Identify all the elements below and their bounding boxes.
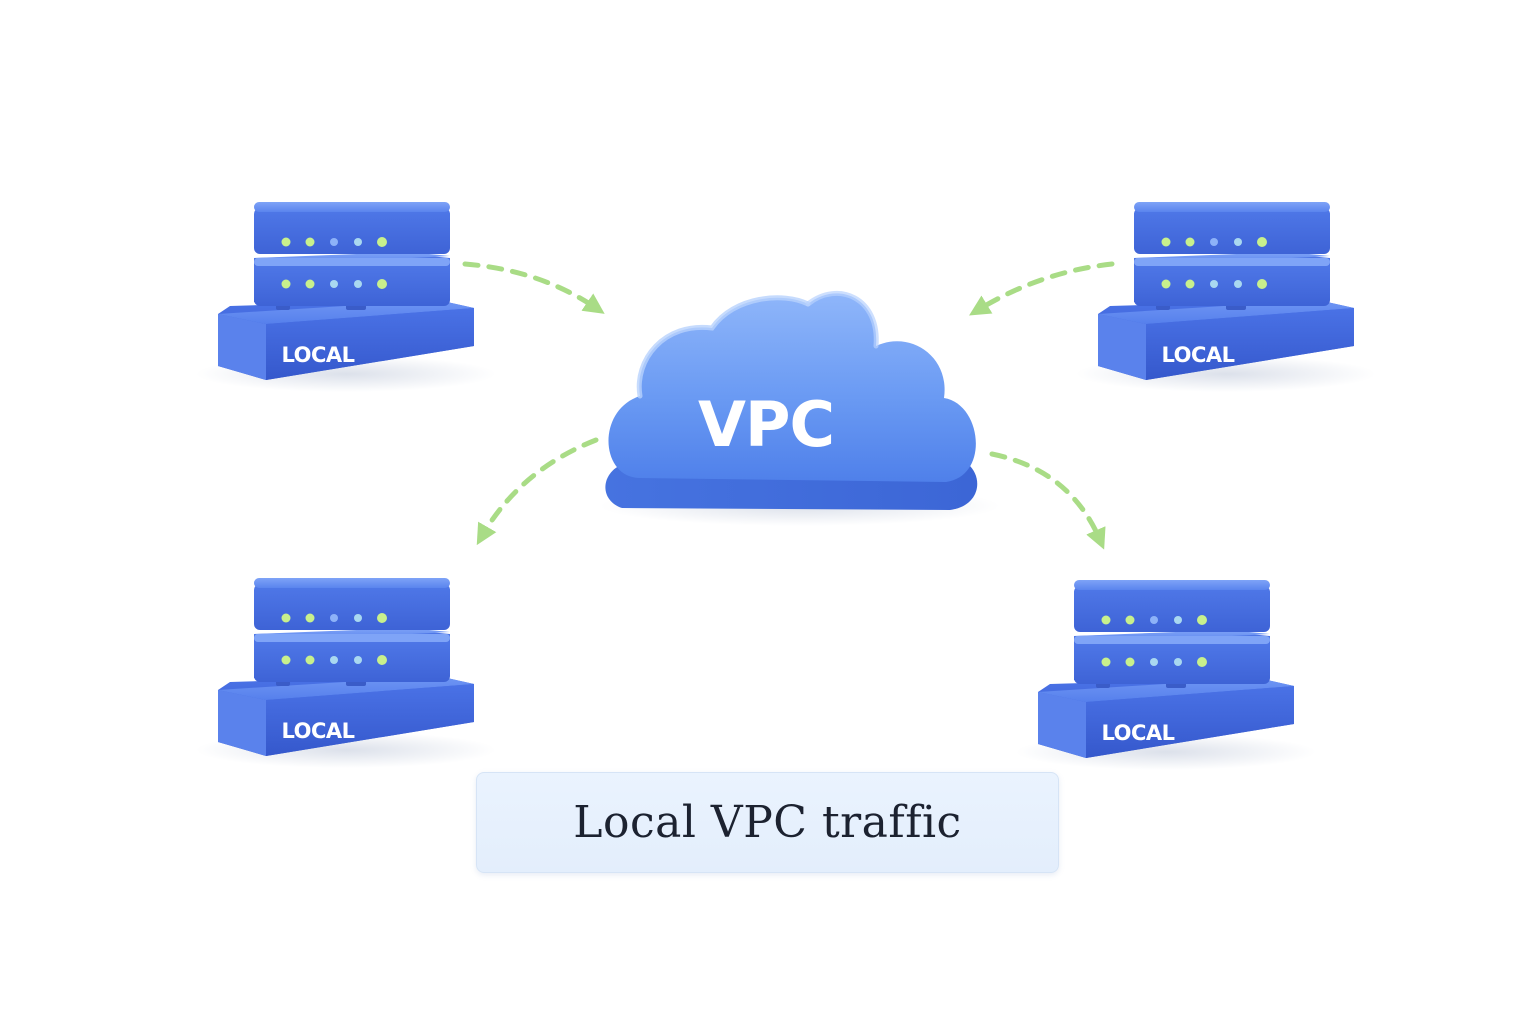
status-leds: [281, 237, 387, 289]
server-label: LOCAL: [281, 343, 354, 367]
status-leds: [1101, 615, 1207, 667]
server-stack-top-right: LOCAL: [1076, 202, 1376, 392]
traffic-arrows: [462, 261, 1115, 550]
server-label: LOCAL: [281, 719, 354, 743]
server-label: LOCAL: [1101, 721, 1174, 745]
arrow-top-right-to-cloud: [969, 261, 1115, 316]
caption-text: Local VPC traffic: [573, 797, 962, 848]
caption-box: Local VPC traffic: [476, 772, 1059, 873]
status-leds: [1161, 237, 1267, 289]
server-stack-top-left: LOCAL: [196, 202, 496, 392]
arrow-cloud-to-bottom-right: [989, 451, 1106, 550]
cloud-icon: VPC: [600, 291, 1000, 526]
arrow-cloud-to-bottom-left: [476, 437, 599, 546]
arrow-top-left-to-cloud: [462, 261, 605, 314]
server-stack-bottom-right: LOCAL: [1016, 580, 1316, 770]
status-leds: [281, 613, 387, 665]
server-label: LOCAL: [1161, 343, 1234, 367]
server-stack-bottom-left: LOCAL: [196, 578, 496, 768]
cloud-label: VPC: [698, 388, 834, 461]
